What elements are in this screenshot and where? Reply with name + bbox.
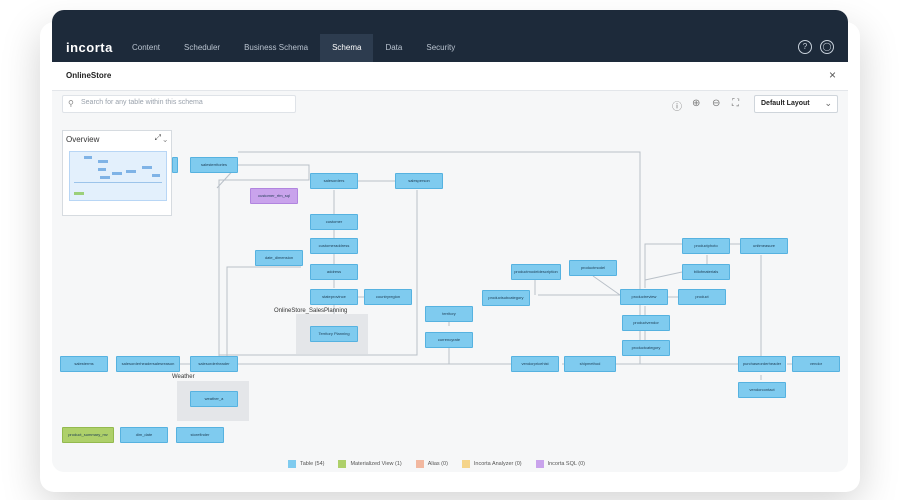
table-node[interactable]: shipmethod [564, 356, 616, 372]
table-node[interactable]: storefinder [176, 427, 224, 443]
sql-node[interactable]: customer_rfm_sql [250, 188, 298, 204]
minimap-block [126, 170, 136, 173]
legend-item: Materialized View (1) [338, 458, 402, 470]
table-node[interactable]: countryregion [364, 289, 412, 305]
close-icon[interactable]: × [828, 68, 836, 82]
overview-minimap[interactable] [69, 151, 167, 201]
table-node[interactable]: salesorderheadersalesreason [116, 356, 180, 372]
table-node[interactable]: salesorders [310, 173, 358, 189]
table-node[interactable]: territory [425, 306, 473, 322]
table-node[interactable]: weather_a [190, 391, 238, 407]
legend-swatch [415, 460, 424, 468]
table-node[interactable]: dim_date [120, 427, 168, 443]
minimap-block [100, 176, 110, 179]
schema-header: OnlineStore × [52, 62, 848, 91]
minimap-block [98, 168, 106, 171]
legend-swatch [288, 460, 296, 468]
table-search-input[interactable]: ⚲ Search for any table within this schem… [62, 95, 296, 113]
table-node[interactable]: address [310, 264, 358, 280]
minimap-block [98, 160, 108, 163]
zoom-in-icon[interactable]: ⊕ [692, 98, 701, 109]
table-node[interactable]: unitmeasure [740, 238, 788, 254]
table-node[interactable]: productreview [620, 289, 668, 305]
app-window: incorta Content Scheduler Business Schem… [52, 10, 848, 472]
table-node[interactable]: productcategory [622, 340, 670, 356]
table-node[interactable]: vendor [792, 356, 840, 372]
table-node[interactable]: salesterritories [190, 157, 238, 173]
nav-scheduler[interactable]: Scheduler [184, 43, 221, 52]
legend-item: Incorta Analyzer (0) [461, 458, 522, 470]
table-node[interactable]: productmodeldescription [511, 264, 561, 280]
table-node[interactable]: customer [310, 214, 358, 230]
layout-value: Default Layout [761, 100, 810, 107]
minimap-block [112, 172, 122, 175]
nav-content[interactable]: Content [132, 43, 161, 52]
overview-title: Overview [66, 135, 100, 144]
layout-dropdown[interactable]: Default Layout ⌄ [754, 95, 838, 113]
table-node[interactable]: salesterms [60, 356, 108, 372]
legend-swatch [338, 460, 347, 468]
table-node[interactable]: currencyrate [425, 332, 473, 348]
table-node[interactable]: salesperson [395, 173, 443, 189]
table-node[interactable]: purchaseorderheader [738, 356, 786, 372]
table-node[interactable]: productsubcategory [482, 290, 530, 306]
chevron-down-icon: ⌄ [824, 98, 832, 108]
fit-screen-icon[interactable]: ⛶ [732, 98, 739, 109]
info-icon[interactable]: ⓘ [672, 102, 682, 113]
expand-icon[interactable]: ⤢ [154, 133, 161, 142]
main-nav: Content Scheduler Business Schema Schema… [120, 34, 467, 62]
zoom-out-icon[interactable]: ⊖ [712, 98, 721, 109]
legend-swatch [461, 460, 470, 468]
help-icon[interactable]: ? [798, 40, 812, 54]
legend: Table (54) Materialized View (1) Alias (… [288, 458, 599, 470]
group-label-sales-planning: OnlineStore_SalesPlanning [274, 308, 348, 314]
table-node[interactable]: billofmaterials [682, 264, 730, 280]
legend-item: Incorta SQL (0) [535, 458, 585, 470]
table-node[interactable]: productmodel [569, 260, 617, 276]
table-node[interactable]: customeraddress [310, 238, 358, 254]
nav-schema[interactable]: Schema [320, 34, 374, 62]
search-placeholder: Search for any table within this schema [81, 99, 203, 106]
search-icon: ⚲ [68, 99, 74, 108]
nav-security[interactable]: Security [426, 43, 456, 52]
incorta-logo: incorta [66, 40, 113, 55]
nav-business-schema[interactable]: Business Schema [244, 43, 309, 52]
table-node[interactable] [172, 157, 178, 173]
schema-title: OnlineStore [66, 71, 112, 80]
nav-data[interactable]: Data [385, 43, 403, 52]
top-navigation-bar: incorta Content Scheduler Business Schem… [52, 10, 848, 62]
table-node[interactable]: Territory Planning [310, 326, 358, 342]
minimap-block [74, 192, 84, 195]
minimap-block [152, 174, 160, 177]
legend-item: Table (54) [288, 458, 324, 470]
table-node[interactable]: vendorcontact [738, 382, 786, 398]
table-node[interactable]: salesorderheader [190, 356, 238, 372]
minimap-block [84, 156, 92, 159]
table-node[interactable]: vendorpricehist [511, 356, 559, 372]
minimap-block [142, 166, 152, 169]
table-node[interactable]: product [678, 289, 726, 305]
group-label-weather: Weather [172, 374, 195, 380]
table-node[interactable]: productvendor [622, 315, 670, 331]
table-node[interactable]: productphoto [682, 238, 730, 254]
user-avatar-icon[interactable]: ◯ [820, 40, 834, 54]
chevron-down-icon[interactable]: ⌄ [163, 133, 167, 142]
legend-item: Alias (0) [415, 458, 448, 470]
materialized-view-node[interactable]: product_summary_mv [62, 427, 114, 443]
overview-panel[interactable]: Overview ⤢ ⌄ [62, 130, 172, 216]
table-node[interactable]: stateprovince [310, 289, 358, 305]
minimap-line [74, 182, 162, 183]
legend-swatch [535, 460, 544, 468]
table-node[interactable]: date_dimension [255, 250, 303, 266]
